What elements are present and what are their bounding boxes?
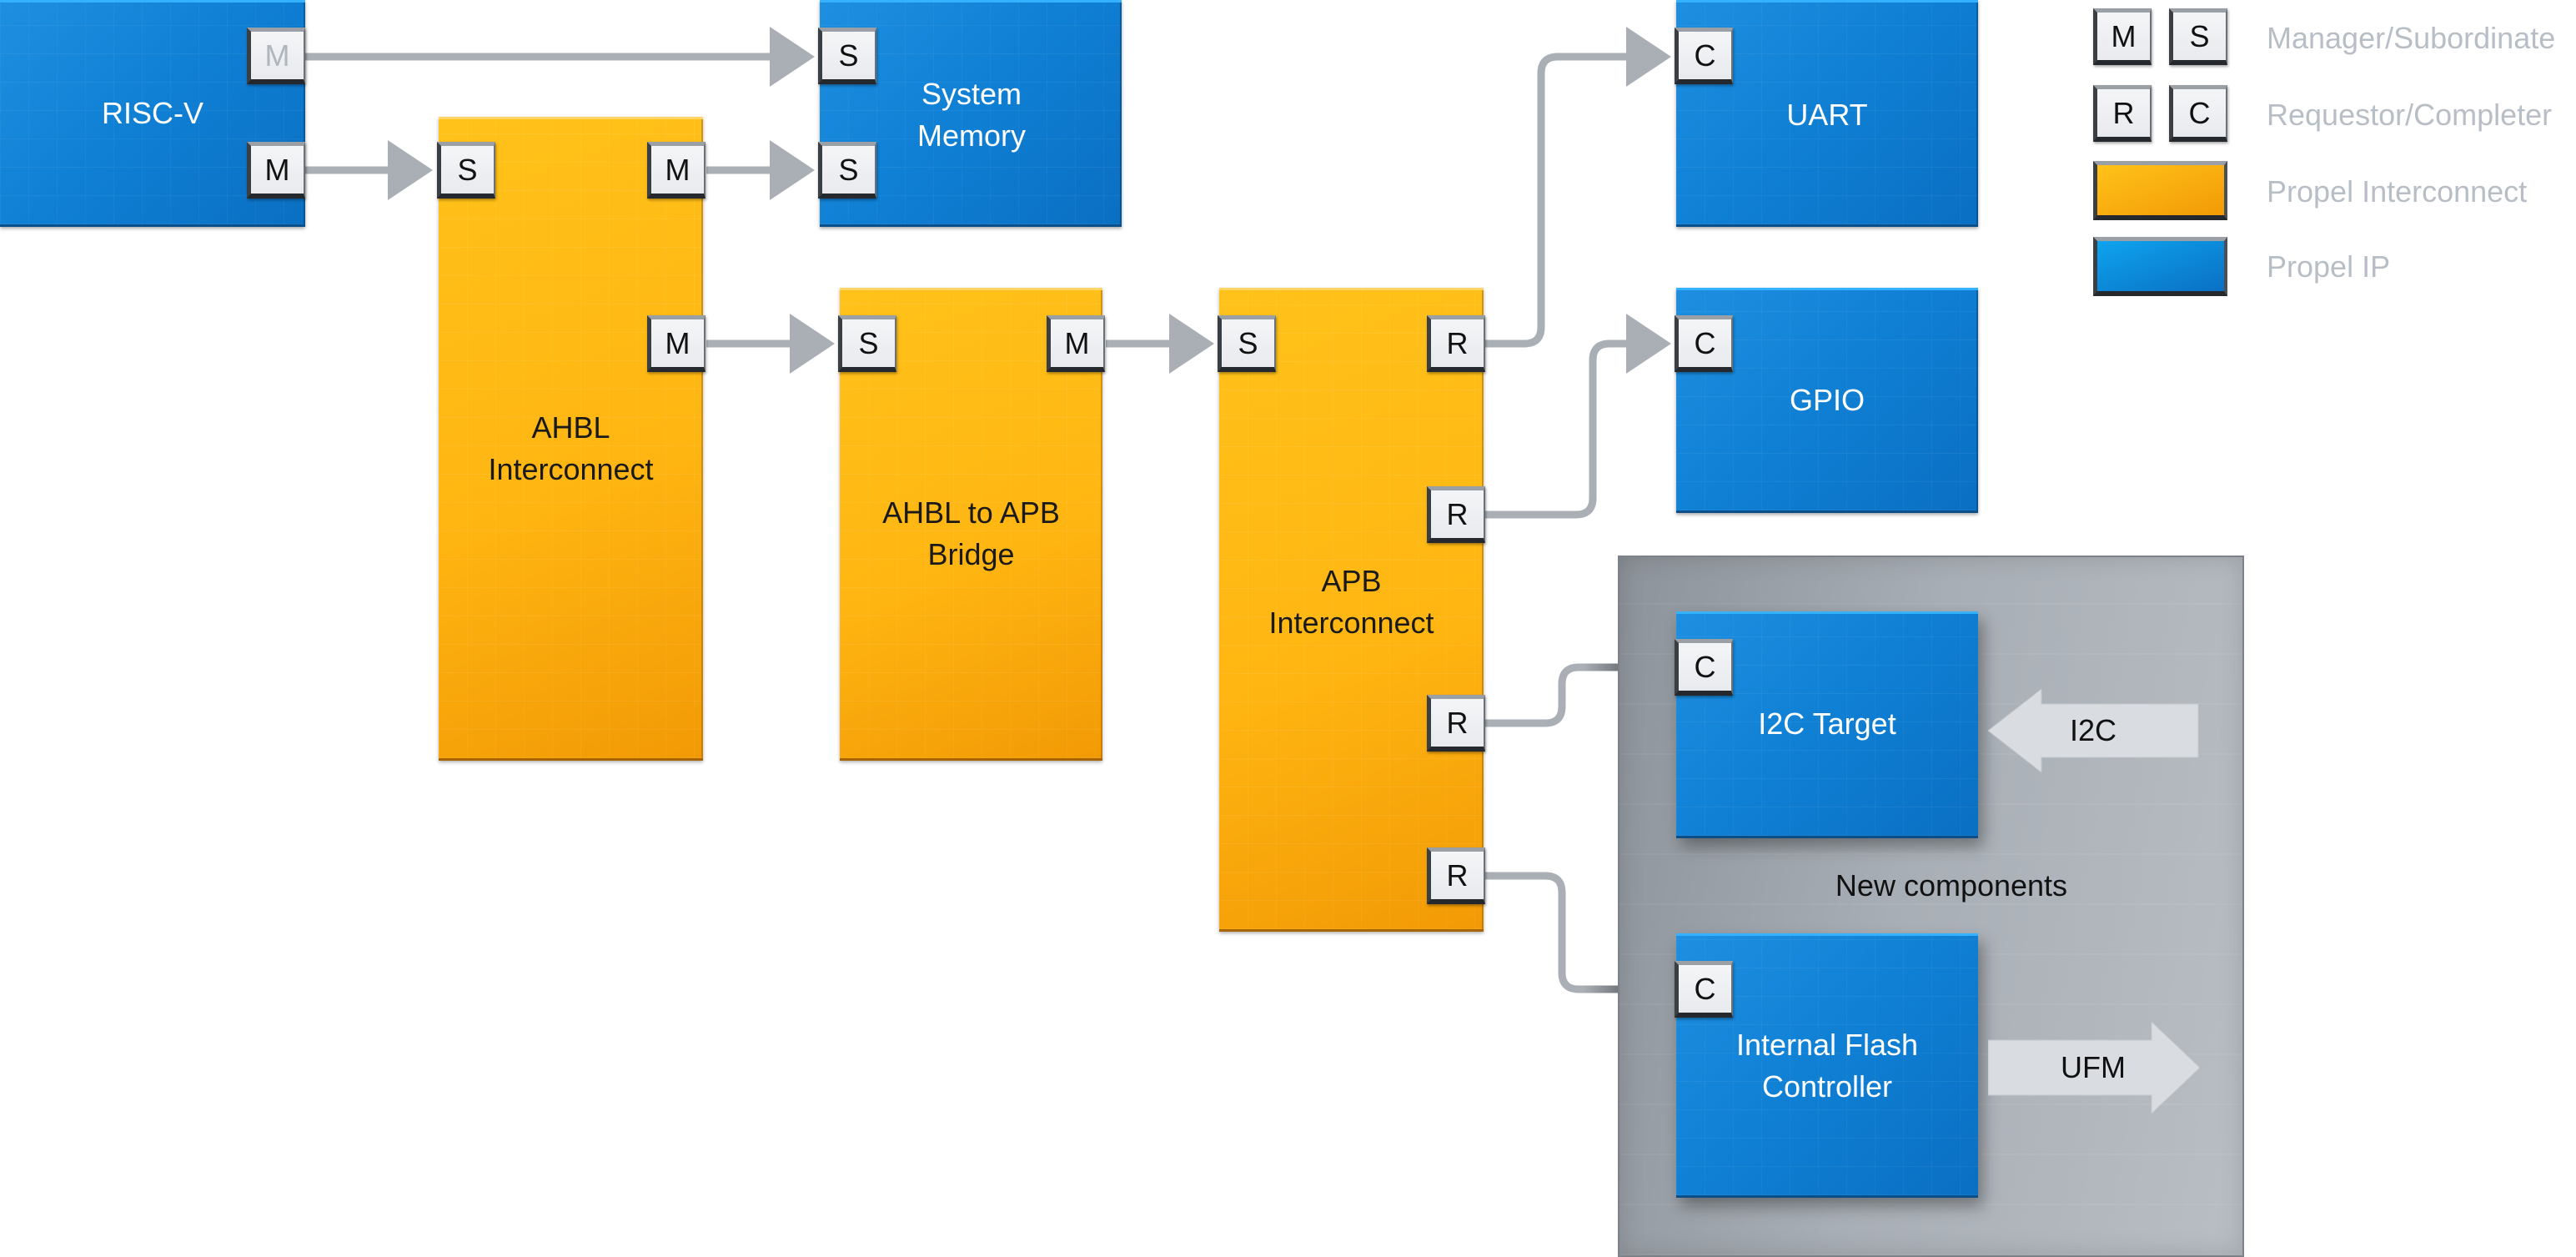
legend-label-requestor-completer: Requestor/Completer: [2267, 98, 2553, 132]
block-system-memory-label-2: Memory: [916, 118, 1026, 153]
block-apb-interconnect[interactable]: [1219, 288, 1484, 932]
block-apb-interconnect-label-2: Interconnect: [1268, 606, 1434, 640]
ahbl-port-m2[interactable]: M: [647, 315, 706, 372]
apb-port-r1[interactable]: R: [1427, 315, 1485, 372]
block-system-memory-label-1: System: [921, 77, 1022, 111]
ufm-external-label: UFM: [2061, 1050, 2126, 1084]
riscv-port-m[interactable]: M: [247, 142, 305, 199]
block-flash-label-1: Internal Flash: [1735, 1028, 1919, 1062]
block-riscv-label: RISC-V: [101, 96, 203, 130]
block-flash-label-2: Controller: [1761, 1069, 1893, 1104]
uart-port-c[interactable]: C: [1675, 28, 1733, 84]
legend-port-m: M: [2093, 8, 2152, 65]
block-ahbl-interconnect[interactable]: [439, 117, 703, 761]
apb-port-r2[interactable]: R: [1427, 486, 1485, 543]
new-components-label: New components: [1835, 868, 2068, 903]
i2c-external-label: I2C: [2069, 713, 2117, 747]
block-uart-label: UART: [1786, 98, 1868, 132]
block-ahbl-interconnect-label-1: AHBL: [531, 410, 610, 445]
gpio-port-c[interactable]: C: [1675, 315, 1733, 372]
block-gpio[interactable]: [1676, 288, 1978, 513]
legend-swatch-ip: [2093, 237, 2227, 296]
apb-port-r3[interactable]: R: [1427, 695, 1485, 752]
legend-port-c: C: [2169, 85, 2227, 142]
sysmem-port-s1[interactable]: S: [818, 28, 876, 84]
apb-port-s[interactable]: S: [1218, 315, 1276, 372]
flash-port-c[interactable]: C: [1675, 961, 1733, 1018]
block-gpio-label: GPIO: [1789, 383, 1865, 417]
apb-port-r4[interactable]: R: [1427, 847, 1485, 904]
legend-port-s: S: [2169, 8, 2227, 65]
legend-port-r: R: [2093, 85, 2152, 142]
block-ahbl-interconnect-label-2: Interconnect: [488, 452, 654, 486]
bridge-port-s[interactable]: S: [838, 315, 896, 372]
block-bridge-label-2: Bridge: [927, 537, 1015, 571]
legend-swatch-interconnect: [2093, 161, 2227, 220]
ahbl-port-m1[interactable]: M: [647, 142, 706, 199]
wire-apb-to-uart: [1485, 27, 1671, 348]
wire-apb-to-flash: [1485, 872, 1671, 1019]
block-apb-interconnect-label-1: APB: [1321, 564, 1382, 598]
wire-apb-to-i2c-target: [1485, 637, 1671, 727]
legend-label-propel-interconnect: Propel Interconnect: [2267, 174, 2528, 209]
bridge-port-m[interactable]: M: [1047, 315, 1105, 372]
legend-label-manager-subordinate: Manager/Subordinate: [2267, 21, 2556, 55]
ahbl-port-s[interactable]: S: [437, 142, 495, 199]
i2c-external-arrow: [1988, 689, 2199, 772]
block-i2c-target-label: I2C Target: [1758, 706, 1896, 741]
wire-apb-to-gpio: [1485, 314, 1671, 519]
riscv-port-m-dimmed[interactable]: M: [247, 28, 305, 84]
sysmem-port-s2[interactable]: S: [818, 142, 876, 199]
i2c-target-port-c[interactable]: C: [1675, 639, 1733, 696]
block-bridge-label-1: AHBL to APB: [882, 495, 1060, 530]
ufm-external-arrow: [1988, 1022, 2201, 1114]
legend-label-propel-ip: Propel IP: [2267, 249, 2391, 284]
